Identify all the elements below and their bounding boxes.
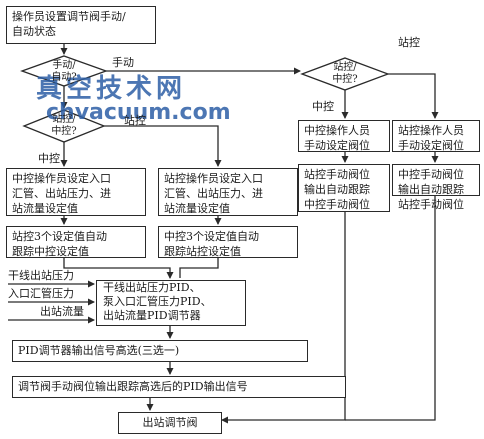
pid-controllers-box: 干线出站压力PID、 泵入口汇管压力PID、 出站流量PID调节器: [96, 280, 246, 326]
branch-manual-label: 手动: [112, 56, 134, 69]
central-setpoint-box: 中控操作员设定入口 汇管、出站压力、进 站流量设定值: [6, 168, 146, 216]
branch-central-label-left: 中控: [38, 152, 60, 165]
station-track-central-box: 站控3个设定值自动 跟踪中控设定值: [6, 226, 146, 258]
central-manual-track-box: 中控手动阀位 输出自动跟踪 站控手动阀位: [392, 164, 480, 211]
watermark-title: 真空技术网: [36, 74, 187, 104]
station-manual-track-box: 站控手动阀位 输出自动跟踪 中控手动阀位: [298, 164, 390, 212]
input-outlet-flow-label: 出站流量: [40, 305, 84, 318]
branch-station-label-right: 站控: [398, 36, 420, 49]
station-manual-valve-box: 站控操作人员 手动设定阀位: [392, 120, 480, 152]
watermark-url: chvacuum.com: [46, 100, 231, 125]
pid-select-box: PID调节器输出信号高选(三选一): [12, 340, 308, 362]
station-setpoint-box: 站控操作员设定入口 汇管、出站压力、进 站流量设定值: [158, 168, 298, 216]
branch-station-label-left: 站控: [124, 114, 146, 127]
central-manual-valve-box: 中控操作人员 手动设定阀位: [298, 120, 390, 152]
manual-track-pid-box: 调节阀手动阀位输出跟踪高选后的PID输出信号: [12, 376, 346, 398]
decision-manual-auto-label: 手动/ 自动?: [51, 60, 77, 83]
start-box: 操作员设置调节阀手动/ 自动状态: [6, 6, 156, 44]
decision-station-central-right-label: 站控/ 中控?: [332, 62, 358, 85]
outlet-valve-box: 出站调节阀: [118, 412, 222, 434]
input-manifold-pressure-label: 入口汇管压力: [8, 287, 74, 300]
central-track-station-box: 中控3个设定值自动 跟踪站控设定值: [158, 226, 298, 258]
branch-central-label-right: 中控: [312, 100, 334, 113]
input-outlet-pressure-label: 干线出站压力: [8, 269, 74, 282]
decision-station-central-label: 站控/ 中控?: [51, 114, 77, 137]
